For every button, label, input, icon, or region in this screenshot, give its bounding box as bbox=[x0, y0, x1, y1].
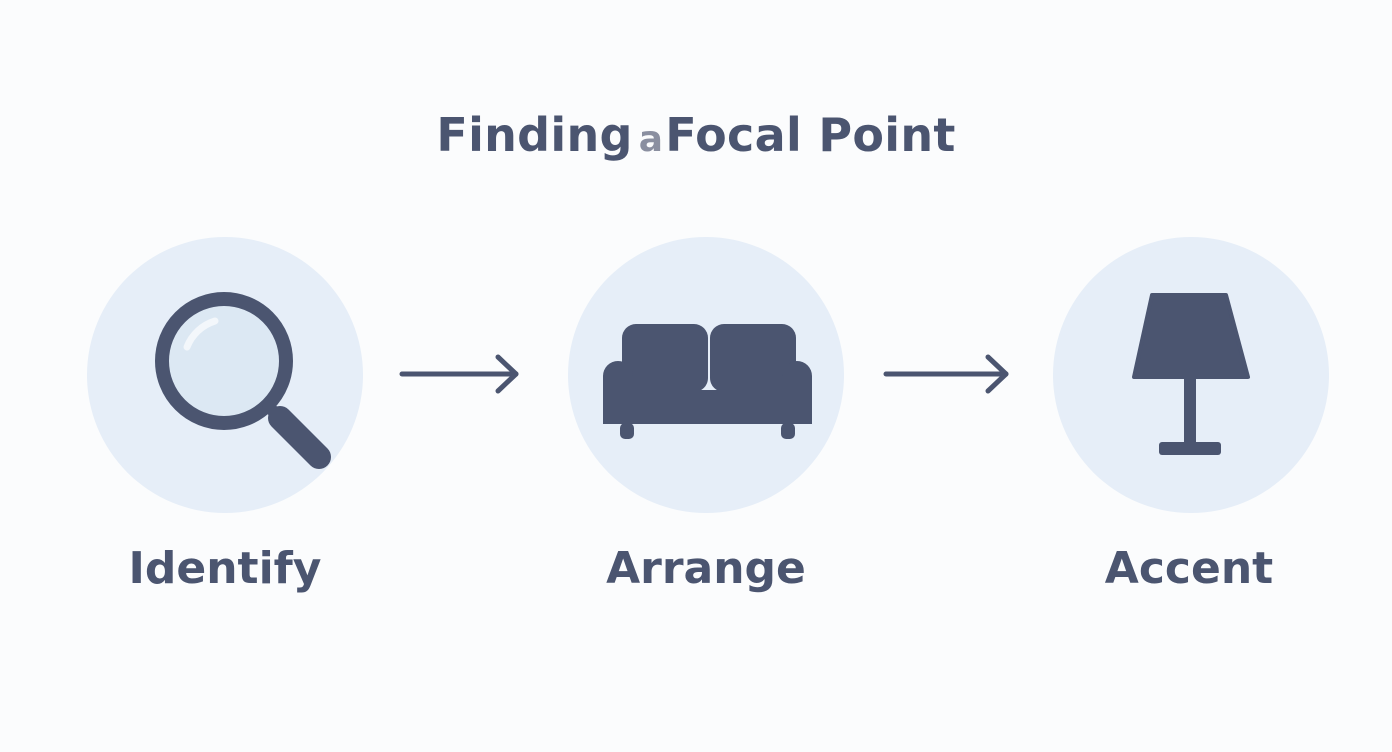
step-accent-circle bbox=[1053, 237, 1329, 513]
title-part-3: Focal Point bbox=[665, 108, 956, 162]
step-identify-circle bbox=[87, 237, 363, 513]
arrow-right-icon bbox=[883, 354, 1009, 394]
lamp-icon bbox=[1132, 293, 1250, 455]
title-part-2: a bbox=[638, 119, 664, 160]
magnifying-glass-icon bbox=[155, 292, 331, 469]
sofa-icon bbox=[603, 324, 812, 439]
step-arrange-label: Arrange bbox=[606, 543, 806, 594]
step-identify-label: Identify bbox=[128, 543, 322, 594]
arrow-right-icon bbox=[399, 354, 519, 394]
step-accent-label: Accent bbox=[1104, 543, 1274, 594]
step-arrange-circle bbox=[568, 237, 844, 513]
title-part-1: Finding bbox=[436, 108, 633, 162]
